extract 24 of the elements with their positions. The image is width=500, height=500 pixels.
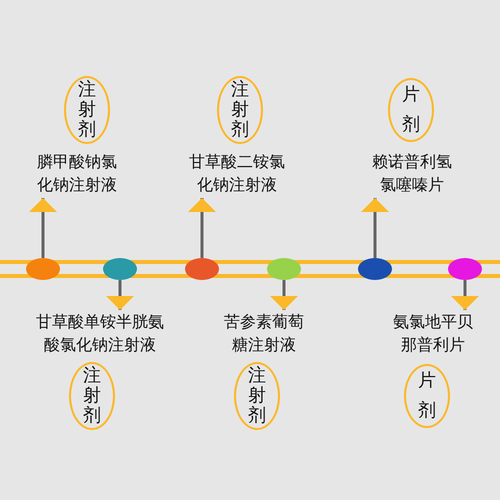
oval-badge: 注射剂 bbox=[64, 76, 110, 144]
timeline-dot bbox=[267, 258, 301, 280]
oval-badge: 注射剂 bbox=[234, 362, 280, 430]
arrow bbox=[361, 198, 389, 258]
timeline-dot bbox=[103, 258, 137, 280]
label-text: 赖诺普利氢氯噻嗪片 bbox=[368, 150, 456, 198]
label-text: 苦参素葡萄糖注射液 bbox=[220, 310, 308, 358]
arrow bbox=[270, 280, 298, 310]
oval-badge: 注射剂 bbox=[217, 76, 263, 144]
oval-badge: 注射剂 bbox=[69, 362, 115, 430]
arrow bbox=[29, 198, 57, 258]
timeline-dot bbox=[26, 258, 60, 280]
oval-badge: 片剂 bbox=[404, 364, 450, 428]
oval-badge: 片剂 bbox=[388, 78, 434, 142]
timeline-dot bbox=[448, 258, 482, 280]
timeline-dot bbox=[358, 258, 392, 280]
arrow bbox=[106, 280, 134, 310]
timeline-dot bbox=[185, 258, 219, 280]
label-text: 甘草酸二铵氯化钠注射液 bbox=[185, 150, 289, 198]
label-text: 氨氯地平贝那普利片 bbox=[389, 310, 477, 358]
label-text: 甘草酸单铵半胱氨酸氯化钠注射液 bbox=[32, 310, 168, 358]
arrow bbox=[451, 280, 479, 310]
arrow bbox=[188, 198, 216, 258]
label-text: 膦甲酸钠氯化钠注射液 bbox=[33, 150, 121, 198]
